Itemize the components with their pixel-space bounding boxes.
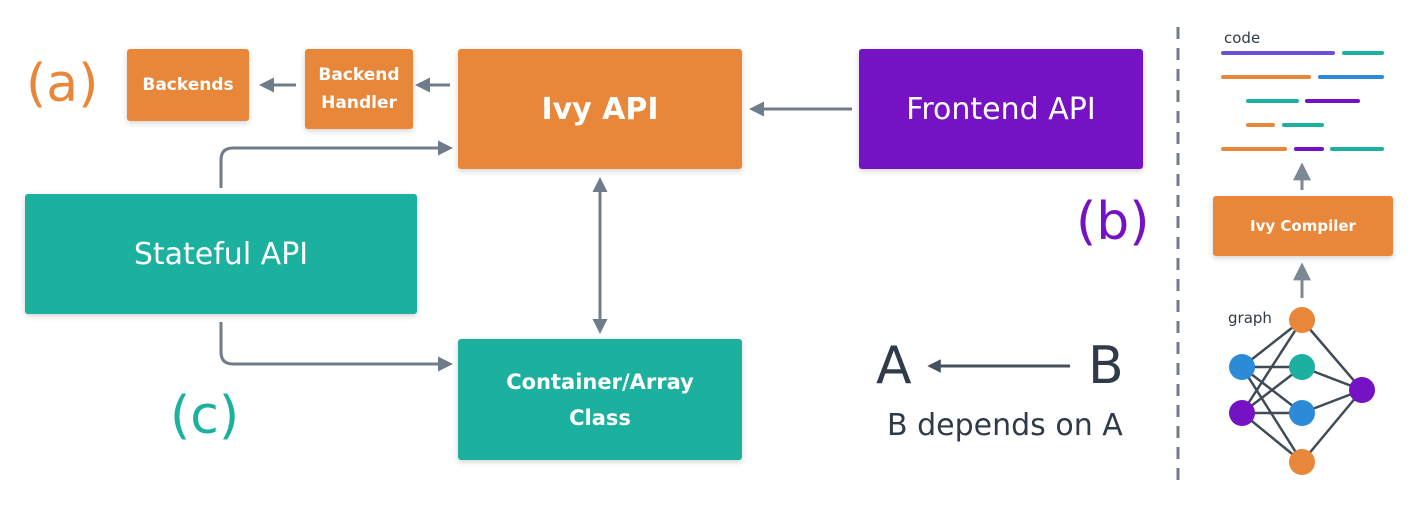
graph-edges <box>1240 319 1363 463</box>
backends-label: Backends <box>142 75 234 95</box>
ivy-compiler-label: Ivy Compiler <box>1250 217 1356 235</box>
code-label: code <box>1224 29 1261 47</box>
stateful-api-box: Stateful API <box>25 194 417 314</box>
legend-node-a: A <box>876 336 912 396</box>
ivy-api-label: Ivy API <box>541 91 659 127</box>
graph-nodes <box>1229 307 1375 475</box>
legend-caption: B depends on A <box>887 408 1123 443</box>
graph-node <box>1289 307 1315 333</box>
ivy-compiler-box: Ivy Compiler <box>1213 196 1393 256</box>
graph-edge <box>1240 366 1304 463</box>
graph-edge <box>1301 389 1363 463</box>
label-a: (a) <box>26 54 99 114</box>
frontend-api-label: Frontend API <box>906 91 1096 127</box>
graph-node <box>1229 400 1255 426</box>
graph-node <box>1349 377 1375 403</box>
frontend-api-box: Frontend API <box>859 49 1143 169</box>
backend-handler-label: Backend Handler <box>318 65 400 113</box>
graph-node <box>1229 354 1255 380</box>
backends-box: Backends <box>127 49 249 121</box>
label-c: (c) <box>170 386 240 446</box>
label-b: (b) <box>1076 192 1150 252</box>
backend-handler-box: Backend Handler <box>305 49 413 129</box>
graph-edge <box>1301 319 1363 391</box>
legend-node-b: B <box>1088 336 1124 396</box>
graph-node <box>1289 449 1315 475</box>
container-array-box: Container/Array Class <box>458 339 742 460</box>
graph-node <box>1289 400 1315 426</box>
ivy-api-box: Ivy API <box>458 49 742 169</box>
container-array-label: Container/Array Class <box>506 369 694 430</box>
graph-node <box>1289 354 1315 380</box>
code-lines <box>1221 51 1384 151</box>
stateful-api-label: Stateful API <box>133 236 309 272</box>
arrow-stateful-to-container <box>219 322 453 372</box>
arrow-stateful-to-ivy <box>219 140 453 188</box>
graph-label: graph <box>1228 309 1272 327</box>
